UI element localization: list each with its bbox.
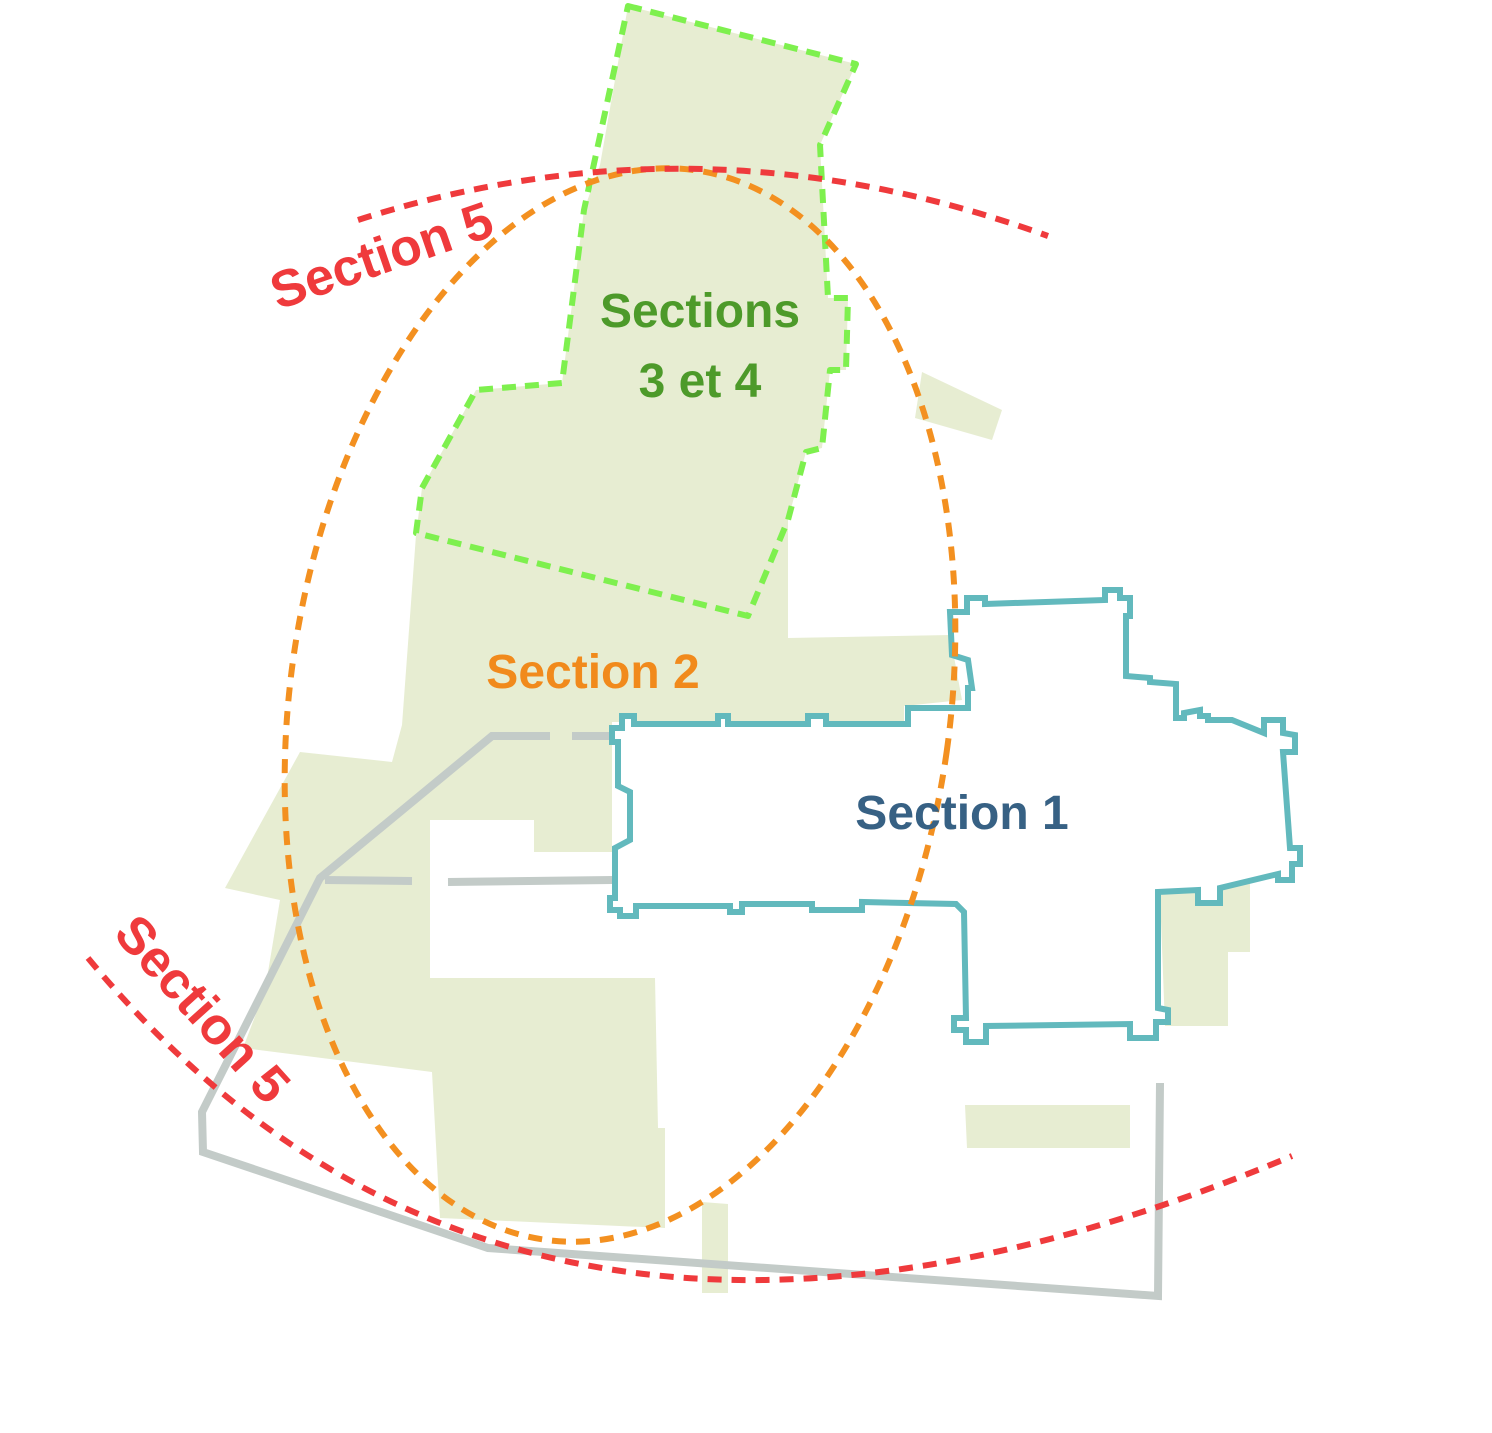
green-area-main bbox=[225, 6, 962, 1228]
green-area-southeast bbox=[1160, 880, 1250, 1026]
section-5-arc-bottom bbox=[85, 956, 1294, 1283]
section-2-label: Section 2 bbox=[486, 646, 699, 699]
grey-boundary bbox=[197, 732, 1164, 1301]
green-area-inner-notch bbox=[430, 820, 612, 880]
section-5-arc-top bbox=[357, 165, 1050, 239]
grey-boundary-segment-3 bbox=[447, 876, 613, 886]
section-2-boundary bbox=[281, 165, 959, 1245]
sections-3-4-label-line2: 3 et 4 bbox=[639, 355, 762, 408]
sections-3-4-label-line1: Sections bbox=[600, 285, 800, 338]
green-area-south-rect bbox=[965, 1105, 1130, 1148]
section-1-label: Section 1 bbox=[855, 787, 1068, 840]
grey-boundary-line bbox=[197, 732, 1164, 1301]
sections-3-4-boundary bbox=[413, 3, 859, 619]
grey-boundary-segment-2 bbox=[324, 876, 413, 885]
green-area-south-strip bbox=[702, 1202, 728, 1293]
green-area-east-strip bbox=[915, 372, 1002, 440]
section-1-outline bbox=[607, 587, 1303, 1045]
